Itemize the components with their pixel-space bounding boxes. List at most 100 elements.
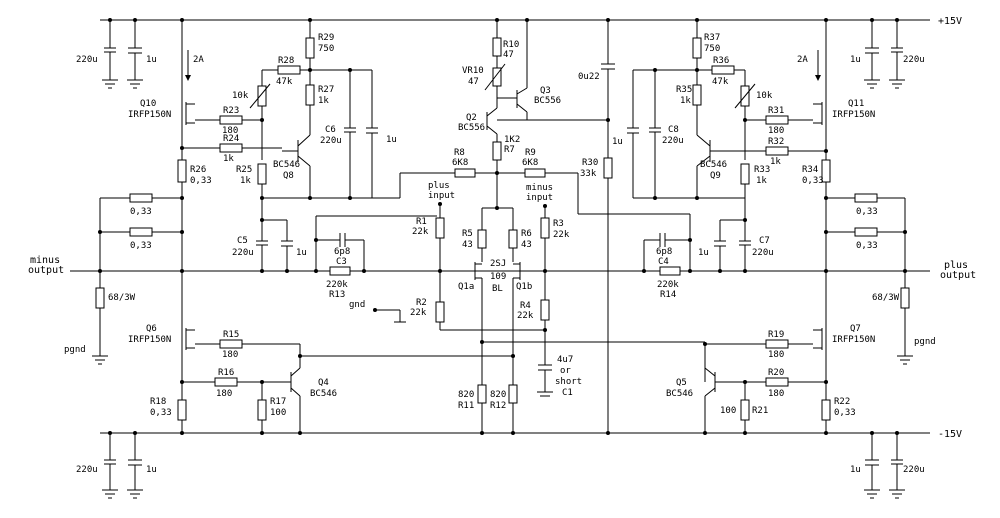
q7-label: Q7 (850, 324, 861, 334)
r28-label: R28 (278, 56, 294, 66)
r7 (492, 141, 502, 161)
q6-label: Q6 (146, 324, 157, 334)
left-feedback-network: 6p8 C3 220k R13 (315, 215, 437, 300)
r25-label: R25 (236, 165, 252, 175)
r21-label: R21 (752, 406, 768, 416)
r15-value: 180 (222, 350, 238, 360)
r33-label: R33 (754, 165, 770, 175)
r12-label: R12 (490, 401, 506, 411)
r13 (329, 266, 351, 276)
r35 (692, 84, 702, 106)
minus-output: minus output (28, 255, 184, 276)
r37-label: R37 (704, 33, 720, 43)
r033a-value: 0,33 (130, 207, 152, 217)
r033c (854, 193, 878, 203)
r18-value: 0,33 (150, 408, 172, 418)
neg-rail-label: -15V (938, 429, 962, 440)
r31-value: 180 (768, 126, 784, 136)
r36-label: R36 (713, 56, 729, 66)
c022-value: 0u22 (578, 72, 600, 82)
r31 (765, 115, 789, 125)
r4-value: 22k (517, 311, 534, 321)
junctions (98, 18, 907, 435)
r17-value: 100 (270, 408, 286, 418)
r-68-right (900, 287, 910, 309)
minus-input-l2: input (526, 193, 553, 203)
r033b (129, 227, 153, 237)
c7b-value: 1u (698, 248, 709, 258)
vr10-value: 47 (468, 77, 479, 87)
r10-label: R10 (503, 40, 519, 50)
minus-input-l1: minus (526, 183, 553, 193)
r23-value: 180 (222, 126, 238, 136)
right-upper-stage: R37 750 R36 47k 10k R35 1k 2A Q11 IRFP15… (612, 20, 906, 271)
r19-label: R19 (768, 330, 784, 340)
r11-value: 820 (458, 390, 474, 400)
r26-label: R26 (190, 165, 206, 175)
r9 (524, 168, 546, 178)
r34-value: 0,33 (802, 176, 824, 186)
r2-label: R2 (416, 298, 427, 308)
c-tl2-label: 1u (146, 55, 157, 65)
r22-value: 0,33 (834, 408, 856, 418)
r8 (454, 168, 476, 178)
q6-type: IRFP150N (128, 335, 171, 345)
jfet-text-1: 2SJ (490, 259, 506, 269)
plus-output-l1: plus (944, 260, 968, 271)
r14 (659, 266, 681, 276)
c-tr1-label: 1u (850, 55, 861, 65)
r27-label: R27 (318, 85, 334, 95)
r25-value: 1k (240, 176, 251, 186)
c5b-value: 1u (296, 248, 307, 258)
r4-label: R4 (520, 301, 531, 311)
r11-label: R11 (458, 401, 474, 411)
r8-label: R8 (454, 148, 465, 158)
r11 (477, 384, 487, 404)
r35-label: R35 (676, 85, 692, 95)
q4-label: Q4 (318, 378, 329, 388)
r10-value: 47 (503, 50, 514, 60)
c1-label: C1 (562, 388, 573, 398)
current-right-label: 2A (797, 55, 808, 65)
plus-input-l2: input (428, 191, 455, 201)
r8-value: 6K8 (452, 158, 468, 168)
r36-value: 47k (712, 77, 729, 87)
right-lower-stage: Q7 IRFP150N R19 180 Q5 BC546 R20 180 100… (666, 271, 875, 433)
q2-label: Q2 (466, 113, 477, 123)
left-upper-stage: 2A Q10 IRFP150N R23 180 R24 1k R26 0,33 … (99, 20, 455, 271)
r18 (177, 399, 187, 421)
r4 (540, 299, 550, 321)
c8-label: C8 (668, 125, 679, 135)
r033c-value: 0,33 (856, 207, 878, 217)
q8-label: Q8 (283, 171, 294, 181)
r33-value: 1k (756, 176, 767, 186)
c4-label: C4 (658, 257, 669, 267)
r12-value: 820 (490, 390, 506, 400)
q5-type: BC546 (666, 389, 693, 399)
gnd-label: gnd (349, 300, 365, 310)
r26-value: 0,33 (190, 176, 212, 186)
q1a-label: Q1a (458, 282, 474, 292)
positive-rail: +15V (100, 16, 962, 27)
r24-value: 1k (223, 154, 234, 164)
c6b-value: 1u (386, 135, 397, 145)
r15 (219, 339, 243, 349)
jfet-text-3: BL (492, 284, 503, 294)
q10-label: Q10 (140, 99, 156, 109)
r12 (508, 384, 518, 404)
r24 (219, 143, 243, 153)
left-zobel: 68/3W pgnd (64, 271, 136, 365)
q8-type: BC546 (273, 160, 300, 170)
c-bl1-label: 220u (76, 465, 98, 475)
plus-output-l2: output (940, 270, 976, 281)
r10 (492, 37, 502, 57)
r23 (219, 115, 243, 125)
r22-label: R22 (834, 397, 850, 407)
r5 (477, 229, 487, 249)
c1-text-1: 4u7 (557, 355, 573, 365)
c-tr2-label: 220u (903, 55, 925, 65)
c8b-value: 1u (612, 137, 623, 147)
r033d-value: 0,33 (856, 241, 878, 251)
c3-label: C3 (336, 257, 347, 267)
r32-value: 1k (770, 157, 781, 167)
